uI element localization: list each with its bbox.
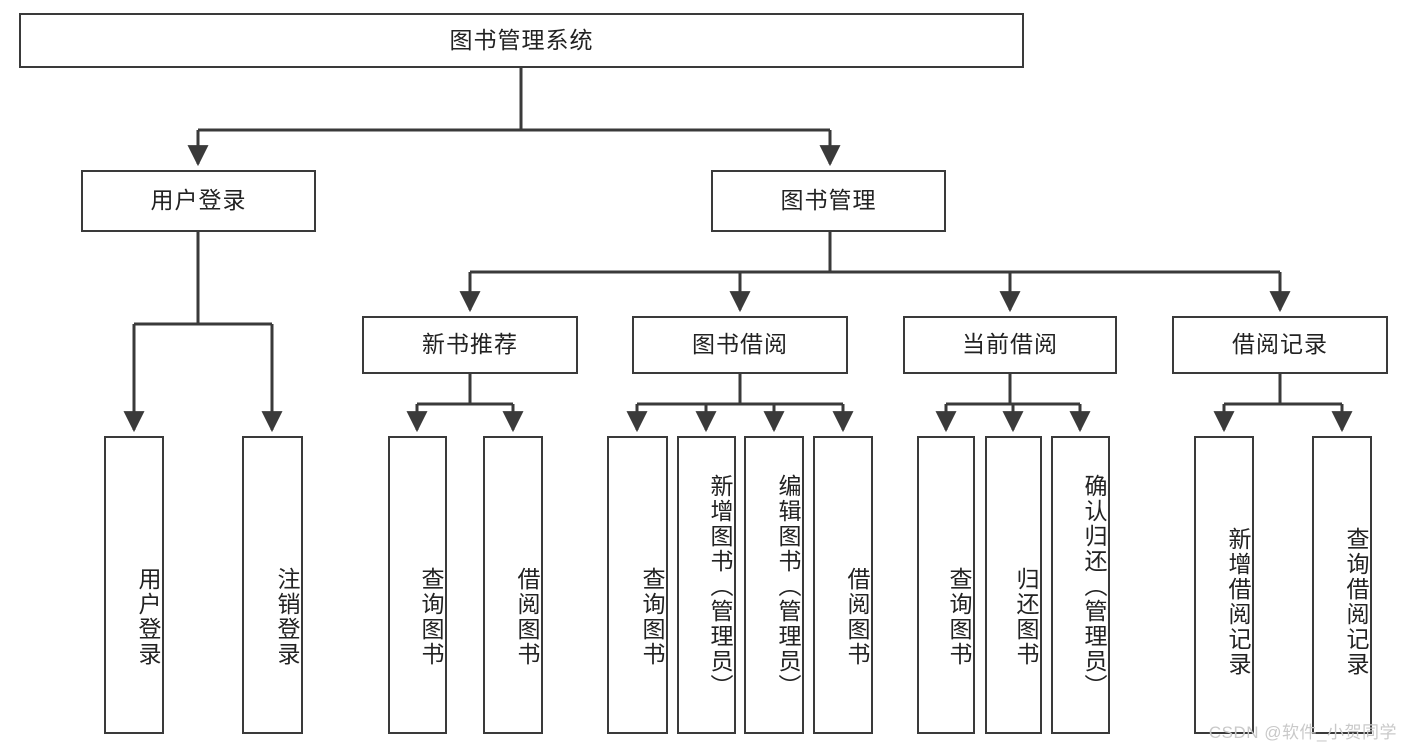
node-leaf-query-books-new[interactable]: 查询图书 <box>388 436 447 734</box>
node-leaf-confirm-return-admin-label: 确认归还（管理员） <box>1081 473 1107 699</box>
node-book-management[interactable]: 图书管理 <box>711 170 946 232</box>
node-leaf-borrow-books-new[interactable]: 借阅图书 <box>483 436 543 734</box>
node-leaf-borrow-books-borrow[interactable]: 借阅图书 <box>813 436 873 734</box>
node-leaf-confirm-return-admin[interactable]: 确认归还（管理员） <box>1051 436 1110 734</box>
node-leaf-query-books-borrow-label: 查询图书 <box>639 567 665 667</box>
node-current-borrow-label: 当前借阅 <box>962 331 1058 358</box>
node-root-label: 图书管理系统 <box>449 26 594 53</box>
node-leaf-logout-label: 注销登录 <box>274 567 300 667</box>
node-book-management-label: 图书管理 <box>780 187 877 214</box>
node-leaf-query-borrow-record[interactable]: 查询借阅记录 <box>1312 436 1372 734</box>
node-leaf-query-borrow-record-label: 查询借阅记录 <box>1343 527 1369 677</box>
node-leaf-return-books-label: 归还图书 <box>1013 567 1039 667</box>
node-leaf-edit-book-admin[interactable]: 编辑图书（管理员） <box>744 436 804 734</box>
node-book-borrow[interactable]: 图书借阅 <box>632 316 848 374</box>
node-new-book-recommend-label: 新书推荐 <box>422 331 518 358</box>
node-borrow-records-label: 借阅记录 <box>1232 331 1328 358</box>
node-leaf-query-books-new-label: 查询图书 <box>418 567 444 667</box>
node-new-book-recommend[interactable]: 新书推荐 <box>362 316 578 374</box>
node-leaf-add-borrow-record-label: 新增借阅记录 <box>1225 527 1251 677</box>
node-borrow-records[interactable]: 借阅记录 <box>1172 316 1388 374</box>
node-user-login-label: 用户登录 <box>150 187 247 214</box>
node-root[interactable]: 图书管理系统 <box>19 13 1024 68</box>
node-leaf-add-book-admin-label: 新增图书（管理员） <box>707 473 733 699</box>
node-leaf-query-books-current-label: 查询图书 <box>946 567 972 667</box>
node-leaf-borrow-books-borrow-label: 借阅图书 <box>844 567 870 667</box>
node-book-borrow-label: 图书借阅 <box>692 331 788 358</box>
node-leaf-query-books-borrow[interactable]: 查询图书 <box>607 436 668 734</box>
node-current-borrow[interactable]: 当前借阅 <box>903 316 1117 374</box>
node-leaf-user-login[interactable]: 用户登录 <box>104 436 164 734</box>
node-leaf-add-borrow-record[interactable]: 新增借阅记录 <box>1194 436 1254 734</box>
node-leaf-query-books-current[interactable]: 查询图书 <box>917 436 975 734</box>
node-leaf-borrow-books-new-label: 借阅图书 <box>514 567 540 667</box>
node-leaf-edit-book-admin-label: 编辑图书（管理员） <box>775 473 801 699</box>
node-leaf-user-login-label: 用户登录 <box>135 567 161 667</box>
node-leaf-logout[interactable]: 注销登录 <box>242 436 303 734</box>
node-user-login[interactable]: 用户登录 <box>81 170 316 232</box>
node-leaf-add-book-admin[interactable]: 新增图书（管理员） <box>677 436 736 734</box>
node-leaf-return-books[interactable]: 归还图书 <box>985 436 1042 734</box>
